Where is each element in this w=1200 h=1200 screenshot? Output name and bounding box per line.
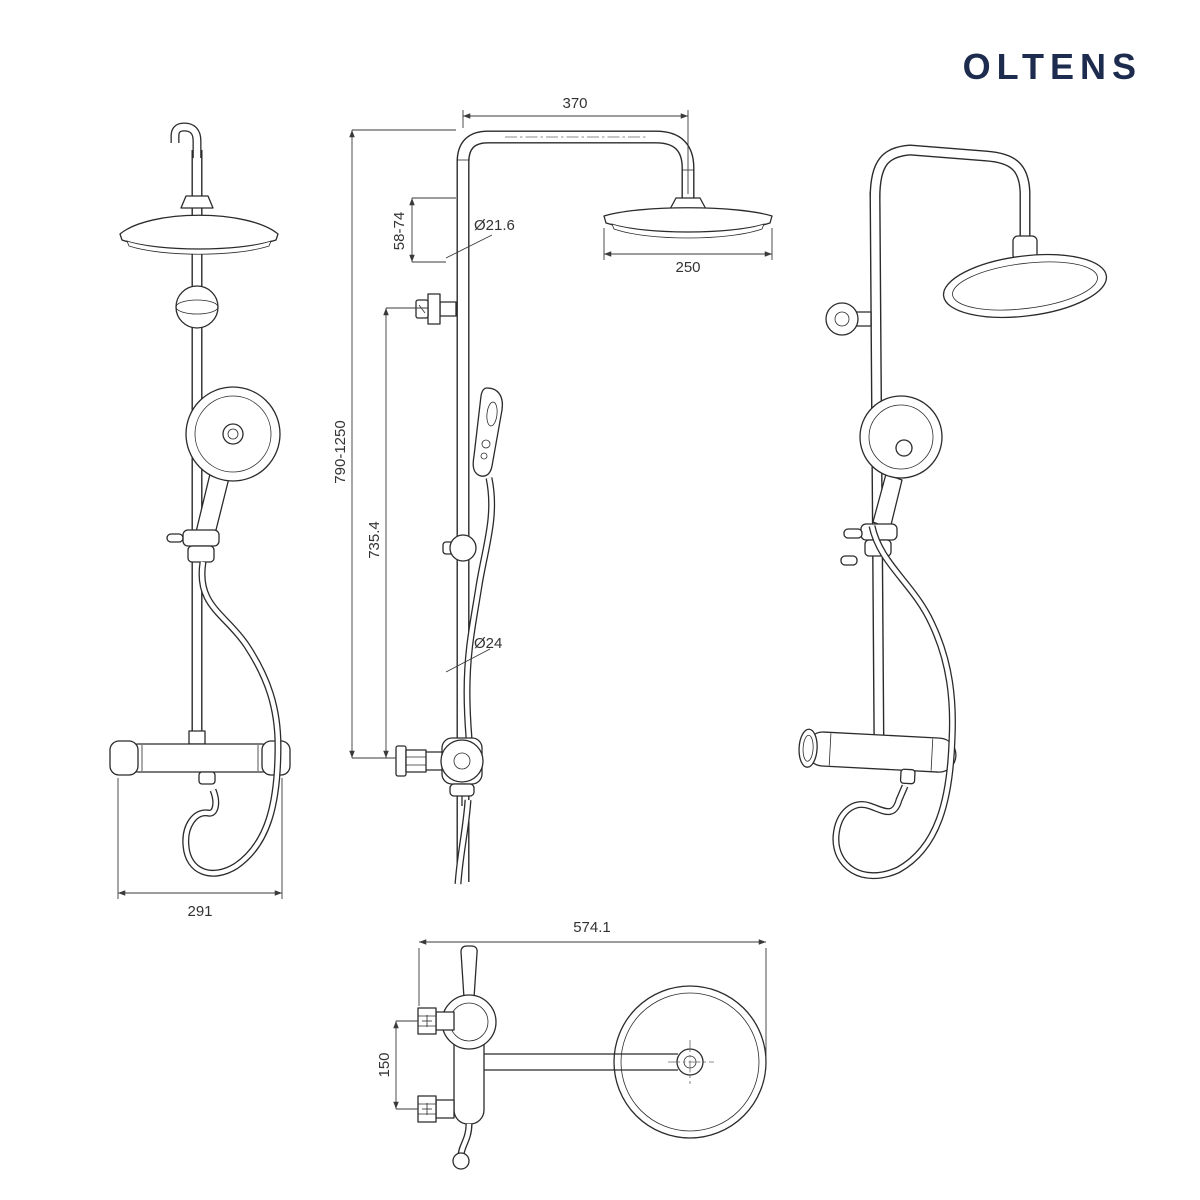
dim-riser-height: 735.4 — [366, 521, 383, 559]
top-valve-lower — [417, 1095, 455, 1123]
dim-front-width: 291 — [187, 903, 212, 920]
dim-head-diameter: 250 — [675, 259, 700, 276]
side-hose-lower — [454, 799, 472, 885]
side-hose-upper — [463, 477, 496, 757]
side-hand-shower — [472, 387, 504, 477]
dim-upper-pipe-diameter: Ø21.6 — [474, 217, 515, 234]
dimension-valve-spacing: 150 — [376, 1020, 418, 1110]
side-rain-head — [603, 197, 773, 239]
top-valve-upper — [417, 1007, 455, 1035]
dimension-upper-pipe-diameter: Ø21.6 — [445, 217, 515, 259]
persp-rain-head — [942, 235, 1108, 319]
dimension-height-range: 790-1250 — [332, 129, 456, 759]
front-ball-joint — [175, 285, 219, 329]
dim-lower-pipe-diameter: Ø24 — [474, 635, 502, 652]
top-hand-shower — [441, 945, 497, 1125]
dimension-head-diameter: 250 — [603, 228, 773, 276]
top-view: 574.1 150 — [376, 919, 767, 1170]
front-rain-head — [119, 195, 279, 255]
dim-height-range: 790-1250 — [332, 420, 349, 483]
front-hand-shower — [166, 386, 281, 563]
front-view: 291 — [109, 122, 291, 920]
persp-hand-shower — [840, 395, 943, 566]
dimension-front-width: 291 — [117, 778, 283, 920]
side-slider — [442, 534, 477, 562]
dimension-riser-height: 735.4 — [366, 307, 428, 758]
persp-shower-hose — [832, 525, 956, 880]
dim-total-depth: 574.1 — [573, 919, 611, 936]
front-mixer — [109, 730, 291, 785]
side-view: 370 250 Ø21.6 58-74 79 — [332, 95, 773, 885]
dimension-lower-pipe-diameter: Ø24 — [445, 635, 502, 673]
top-rain-head — [484, 985, 767, 1139]
brand-logo: OLTENS — [962, 46, 1142, 87]
perspective-view — [798, 144, 1108, 880]
dimension-arm-length: 370 — [462, 95, 689, 194]
dimension-wall-offset: 58-74 — [391, 197, 456, 263]
side-wall-bracket — [415, 293, 457, 325]
dim-arm-length: 370 — [562, 95, 587, 112]
persp-mixer — [798, 728, 957, 785]
dim-wall-offset: 58-74 — [391, 212, 408, 250]
side-mixer — [395, 737, 484, 806]
front-shower-hose — [182, 561, 282, 877]
dim-valve-spacing: 150 — [376, 1052, 393, 1077]
top-hose-stub — [452, 1123, 473, 1170]
persp-wall-bracket — [825, 302, 872, 336]
dimension-total-depth: 574.1 — [418, 919, 767, 1058]
